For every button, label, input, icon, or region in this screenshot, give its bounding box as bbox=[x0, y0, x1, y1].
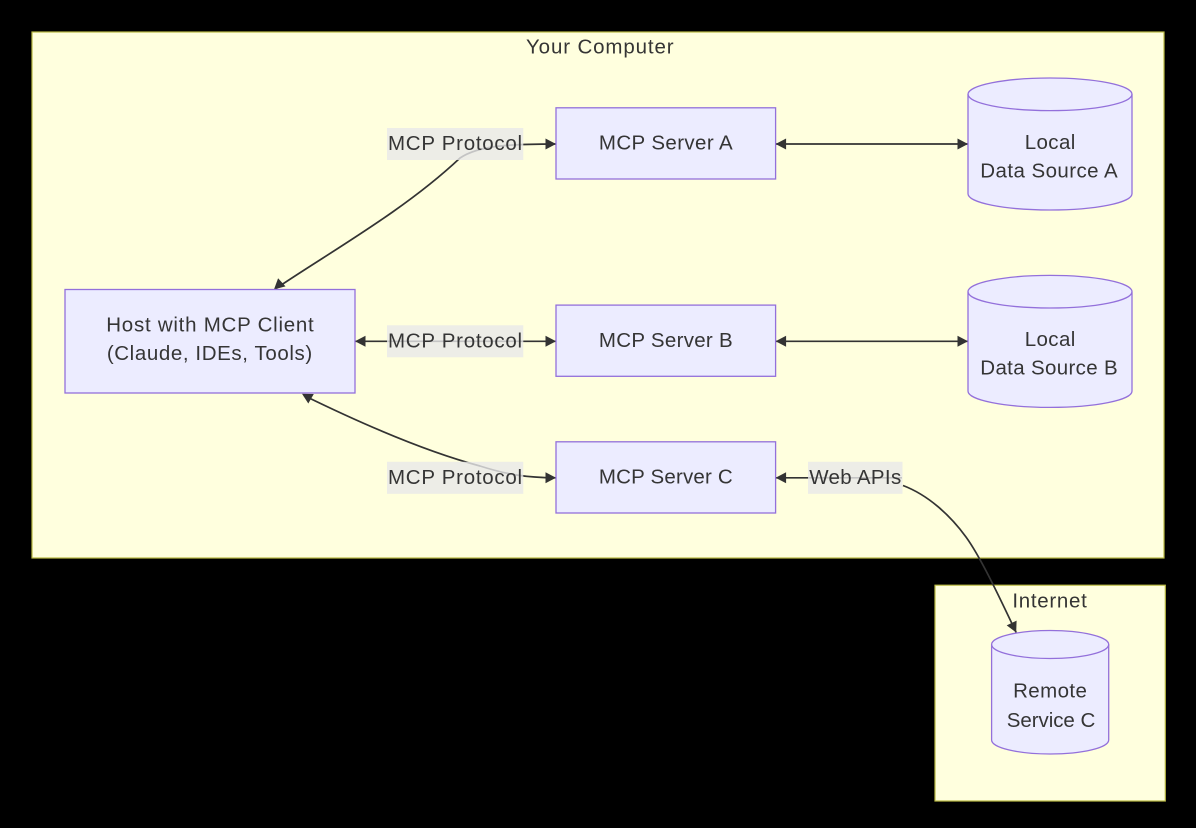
svg-text:MCP Protocol: MCP Protocol bbox=[388, 329, 522, 352]
svg-text:Your Computer: Your Computer bbox=[526, 36, 674, 59]
svg-text:Local: Local bbox=[1025, 131, 1076, 154]
svg-text:Host with MCP Client: Host with MCP Client bbox=[106, 314, 314, 337]
svg-text:Data Source B: Data Source B bbox=[980, 357, 1117, 380]
svg-text:MCP Server A: MCP Server A bbox=[599, 131, 733, 154]
svg-text:Local: Local bbox=[1025, 328, 1076, 351]
svg-text:(Claude, IDEs, Tools): (Claude, IDEs, Tools) bbox=[107, 342, 312, 365]
svg-text:MCP Server B: MCP Server B bbox=[599, 329, 733, 352]
svg-text:Remote: Remote bbox=[1013, 679, 1087, 702]
svg-text:Service C: Service C bbox=[1007, 709, 1096, 732]
svg-text:MCP Server C: MCP Server C bbox=[599, 466, 733, 489]
svg-text:MCP Protocol: MCP Protocol bbox=[388, 132, 522, 155]
svg-text:Internet: Internet bbox=[1012, 589, 1087, 612]
svg-text:MCP Protocol: MCP Protocol bbox=[388, 466, 522, 489]
svg-text:Web APIs: Web APIs bbox=[809, 466, 901, 489]
svg-text:Data Source A: Data Source A bbox=[980, 159, 1118, 182]
